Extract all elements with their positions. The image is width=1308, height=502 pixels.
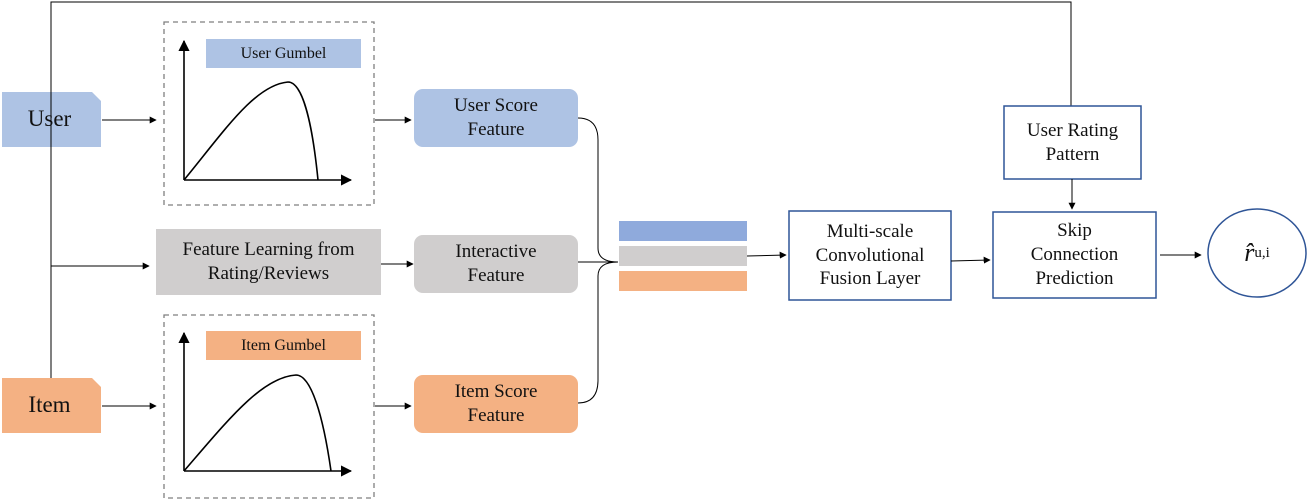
- item-score-feature-label: Item Score Feature: [454, 381, 538, 426]
- item-node-shape: [2, 378, 101, 433]
- arrow-bars-to-fusion: [746, 251, 787, 259]
- join-bracket: [577, 117, 619, 404]
- user-score-feature-label: User Score Feature: [454, 95, 538, 140]
- user-score-feature-box: [414, 89, 578, 147]
- user-gumbel-label: User Gumbel: [240, 44, 327, 62]
- skip-prediction-box: [992, 211, 1157, 299]
- concat-bar-interactive: [619, 246, 747, 266]
- user-gumbel-label-bg: [206, 39, 361, 68]
- concat-bar-item: [619, 271, 747, 291]
- user-gumbel-plot: [178, 39, 353, 186]
- arrow-fusion-to-skip: [950, 256, 991, 264]
- output-subscript: u,i: [1254, 244, 1270, 261]
- item-gumbel-plot: [178, 331, 353, 477]
- output-symbol: r̂: [1244, 237, 1255, 267]
- feature-learning-label: Feature Learning from Rating/Reviews: [182, 239, 355, 284]
- interactive-feature-box: [414, 235, 578, 293]
- skip-connection-line: [50, 1, 1072, 378]
- skip-prediction-label: Skip Connection Prediction: [1030, 220, 1119, 289]
- feature-learning-box: [156, 229, 381, 295]
- interactive-feature-label: Interactive Feature: [455, 241, 537, 286]
- output-label: r̂u,i: [1208, 209, 1306, 297]
- user-gumbel-panel: [163, 21, 375, 206]
- item-gumbel-label: Item Gumbel: [241, 336, 326, 354]
- rating-pattern-box: [1003, 105, 1142, 180]
- rating-pattern-label: User Rating Pattern: [1026, 119, 1119, 165]
- fusion-layer-box: [788, 210, 952, 301]
- fusion-layer-label: Multi-scale Convolutional Fusion Layer: [815, 220, 925, 290]
- output-circle: [1207, 208, 1307, 298]
- item-score-feature-box: [414, 375, 578, 433]
- item-gumbel-label-bg: [206, 331, 361, 360]
- user-node-label: User: [27, 106, 72, 132]
- item-node-label: Item: [28, 392, 71, 418]
- concat-bar-user: [619, 221, 747, 241]
- item-gumbel-panel: [163, 314, 375, 499]
